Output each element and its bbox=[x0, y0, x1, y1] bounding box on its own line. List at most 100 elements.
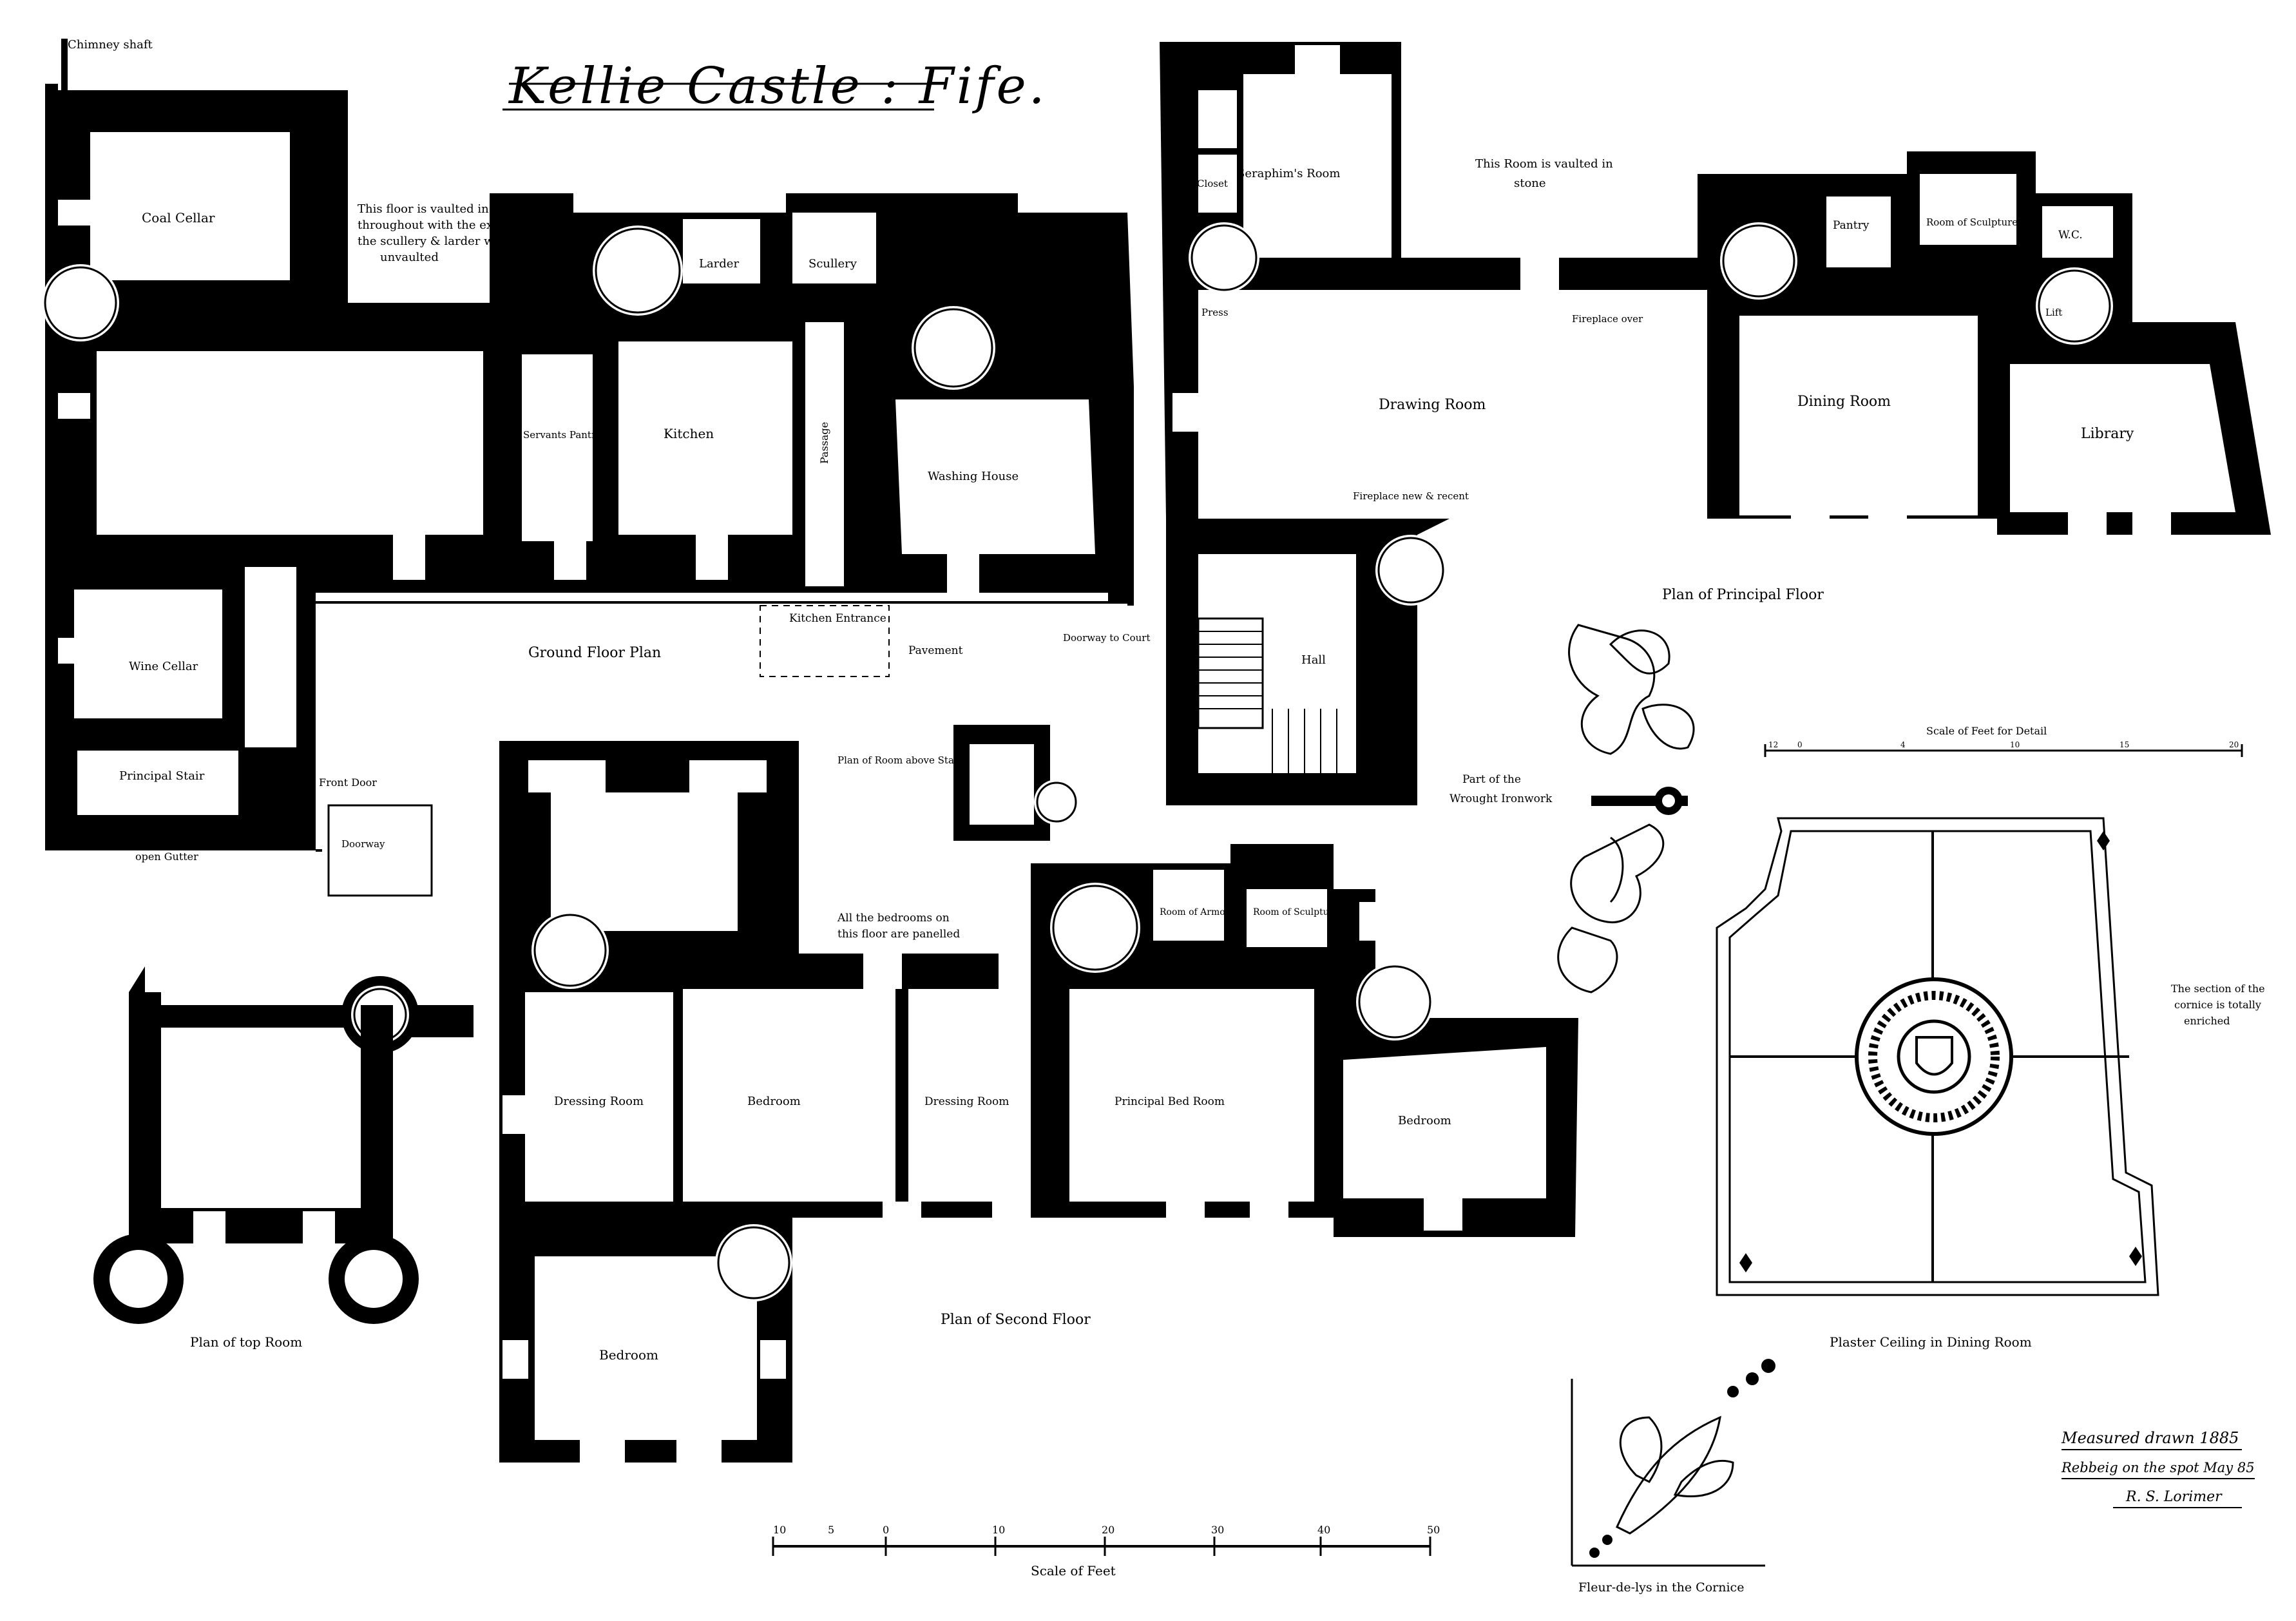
main-tick-label: 10 bbox=[773, 1524, 786, 1536]
hall-room bbox=[97, 351, 483, 535]
seraphim-room bbox=[1243, 74, 1392, 258]
main-tick-label: 5 bbox=[828, 1524, 834, 1536]
servants-pantry-room bbox=[522, 354, 593, 541]
larder-label: Larder bbox=[699, 257, 739, 271]
doorway-court-label: Doorway to Court bbox=[1063, 632, 1150, 644]
closet-label: Closet bbox=[1197, 178, 1228, 189]
principal-stair-label: Principal Stair bbox=[119, 769, 205, 783]
principal-floor-plan: Seraphim's Room Closet Press This Room i… bbox=[1160, 42, 2271, 805]
bedroom-2-room bbox=[1343, 1047, 1546, 1198]
ceiling-side-note-1: The section of the bbox=[2171, 983, 2265, 995]
fleur-caption: Fleur-de-lys in the Cornice bbox=[1578, 1580, 1744, 1595]
kitchen-entrance-label: Kitchen Entrance bbox=[789, 612, 886, 625]
chimney-shaft-note: Chimney shaft bbox=[68, 38, 153, 52]
detail-tick-label: 20 bbox=[2229, 740, 2239, 749]
top-room-plan: Plan of top Room bbox=[93, 966, 474, 1350]
main-tick-label: 50 bbox=[1427, 1524, 1440, 1536]
detail-tick-label: 12 bbox=[1768, 740, 1778, 749]
hall-p-room bbox=[1198, 554, 1356, 773]
lift-label: Lift bbox=[2045, 307, 2062, 318]
pantry-label: Pantry bbox=[1833, 219, 1870, 232]
ironwork-caption-2: Wrought Ironwork bbox=[1449, 792, 1553, 805]
dining-room-label: Dining Room bbox=[1797, 394, 1891, 410]
washing-house-label: Washing House bbox=[928, 470, 1019, 483]
ground-floor-plan-title: Ground Floor Plan bbox=[528, 645, 661, 661]
sheet-title: Kellie Castle : Fife. bbox=[508, 57, 1048, 115]
top-room-interior bbox=[158, 1028, 364, 1208]
vault-note-1: This floor is vaulted in stone bbox=[358, 202, 524, 216]
second-floor-plan: All the bedrooms on this floor are panel… bbox=[499, 725, 1578, 1463]
doorway-label: Doorway bbox=[341, 838, 385, 850]
front-door-label: Front Door bbox=[319, 776, 377, 789]
detail-scale-label: Scale of Feet for Detail bbox=[1926, 725, 2047, 737]
fireplace-over-label: Fireplace over bbox=[1572, 313, 1643, 325]
pantry-room bbox=[1826, 197, 1891, 267]
wc-label: W.C. bbox=[2058, 229, 2083, 242]
principal-bedroom-room bbox=[1069, 989, 1314, 1202]
main-scale: 10 5 0 10 20 30 40 50 Scale of Feet bbox=[772, 1524, 1440, 1578]
detail-tick-label: 15 bbox=[2119, 740, 2129, 749]
second-floor-note-2: this floor are panelled bbox=[837, 928, 960, 941]
fireplace-recent-label: Fireplace new & recent bbox=[1353, 490, 1469, 502]
seraphim-room-label: Seraphim's Room bbox=[1237, 167, 1340, 180]
bedroom-3-room bbox=[535, 1256, 757, 1440]
main-scale-label: Scale of Feet bbox=[1031, 1563, 1116, 1578]
fleur-de-lys-drawing: Fleur-de-lys in the Cornice bbox=[1571, 1359, 1775, 1595]
principal-floor-title: Plan of Principal Floor bbox=[1662, 587, 1824, 603]
scullery-label: Scullery bbox=[808, 257, 857, 271]
detail-tick-label: 10 bbox=[2010, 740, 2020, 749]
dressing-room-1-label: Dressing Room bbox=[554, 1095, 644, 1108]
bedroom-2-label: Bedroom bbox=[1398, 1114, 1451, 1127]
upper-court bbox=[799, 838, 1031, 947]
dressing-room-1 bbox=[525, 992, 673, 1202]
bedroom-3-label: Bedroom bbox=[599, 1347, 658, 1363]
bedroom-1-room bbox=[683, 989, 895, 1202]
title-block: Kellie Castle : Fife. bbox=[502, 57, 1048, 115]
main-tick-label: 40 bbox=[1317, 1524, 1330, 1536]
drawing-room bbox=[1198, 290, 1707, 519]
library-room bbox=[2010, 364, 2235, 512]
detail-tick-label: 0 bbox=[1797, 740, 1803, 749]
principal-bedroom-label: Principal Bed Room bbox=[1115, 1095, 1225, 1108]
second-floor-title: Plan of Second Floor bbox=[941, 1312, 1091, 1328]
passage-label: Passage bbox=[818, 422, 830, 464]
bedroom-top-room bbox=[551, 792, 738, 931]
signature-line-1: Measured drawn 1885 bbox=[2061, 1429, 2239, 1447]
ceiling-caption: Plaster Ceiling in Dining Room bbox=[1830, 1334, 2032, 1350]
detail-scale: Scale of Feet for Detail 12 0 4 10 15 20 bbox=[1764, 725, 2243, 757]
dressing-room-2-label: Dressing Room bbox=[924, 1095, 1009, 1108]
vault-principal-2: stone bbox=[1514, 177, 1546, 190]
larder-room bbox=[683, 219, 760, 283]
scullery-room bbox=[792, 213, 876, 283]
wc-room bbox=[2042, 206, 2113, 258]
present-buffet-label: Present Buffet bbox=[1907, 300, 1977, 312]
pavement-label: Pavement bbox=[908, 644, 963, 657]
principal-stair-treads bbox=[1197, 617, 1337, 773]
wine-cellar-room bbox=[74, 590, 222, 718]
stair-note: Stair to Cellars bbox=[496, 274, 575, 286]
room-armoury-label: Room of Armoury bbox=[1160, 907, 1240, 917]
room-of-sculpture-p bbox=[1920, 174, 2016, 245]
press-label: Press bbox=[1201, 307, 1229, 318]
main-tick-label: 30 bbox=[1211, 1524, 1224, 1536]
washing-house-room bbox=[895, 399, 1095, 554]
kitchen-room bbox=[618, 341, 792, 535]
vault-principal-1: This Room is vaulted in bbox=[1475, 157, 1613, 171]
signature-line-2: Rebbeig on the spot May 85 bbox=[2061, 1460, 2255, 1475]
room-sculpture-s-label: Room of Sculpture bbox=[1253, 907, 1339, 917]
ironwork-caption-1: Part of the bbox=[1462, 773, 1521, 786]
vault-note-3: the scullery & larder which are bbox=[358, 235, 542, 248]
servants-pantry-label: Servants Pantry bbox=[523, 429, 602, 441]
signature-block: Measured drawn 1885 Rebbeig on the spot … bbox=[2061, 1429, 2255, 1508]
second-floor-note-1: All the bedrooms on bbox=[837, 912, 950, 925]
top-room-title: Plan of top Room bbox=[190, 1334, 302, 1350]
bedroom-1-label: Bedroom bbox=[747, 1095, 801, 1108]
wrought-ironwork-drawing: Part of the Wrought Ironwork bbox=[1449, 624, 1695, 993]
library-label: Library bbox=[2081, 426, 2134, 442]
kitchen-label: Kitchen bbox=[664, 426, 714, 441]
plaster-ceiling-plan: Plaster Ceiling in Dining Room The secti… bbox=[1716, 817, 2265, 1350]
main-tick-label: 10 bbox=[992, 1524, 1005, 1536]
room-of-sculpture-s bbox=[1247, 889, 1327, 947]
dressing-room-2 bbox=[908, 989, 1031, 1202]
